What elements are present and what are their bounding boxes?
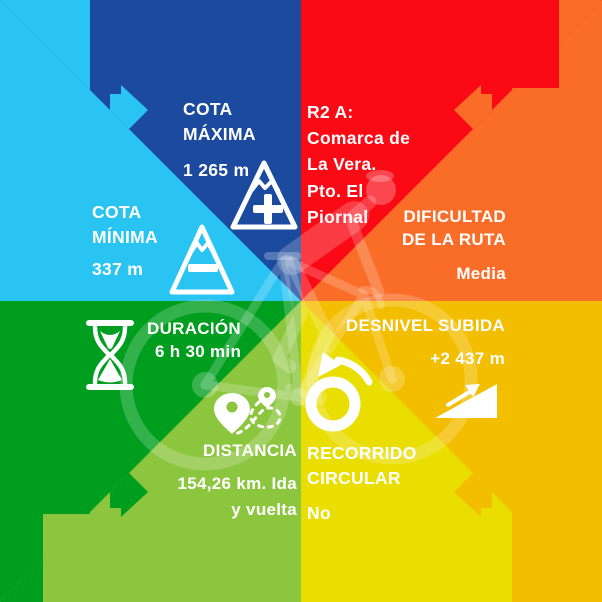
cota-minima-value: 337 m [92,259,144,279]
section-route-title: R2 A: Comarca de La Vera. Pto. El Piorna… [307,99,437,230]
dificultad-value: Media [456,264,506,283]
large-pin [214,393,250,434]
arrow-notch-bottom-left [110,473,148,517]
section-distancia: DISTANCIA 154,26 km. Ida y vuelta [178,440,298,523]
distancia-value2: y vuelta [231,499,297,519]
dificultad-label: DIFICULTAD [403,207,506,226]
ascent-slope-icon [435,384,497,418]
cyclist-silhouette [119,170,478,471]
corner-wrap-bottom-right [512,512,602,602]
crank [290,388,308,406]
recorrido-value: No [307,503,331,523]
rider-neck [347,195,377,223]
route-line: Comarca de [307,128,411,149]
circular-arrow-icon [305,352,373,432]
distancia-value: 154,26 km. Ida [177,473,297,493]
front-hub [379,366,405,392]
section-desnivel: DESNIVEL SUBIDA +2 437 m [346,315,505,370]
section-duracion: DURACIÓN 6 h 30 min [147,318,241,363]
corner-wrap-top-left [0,0,90,90]
cota-maxima-value: 1 265 m [183,160,250,180]
cota-maxima-label2: MÁXIMA [183,124,256,144]
map-pin-route-icon [214,387,282,436]
edge-band-top-right [512,0,559,88]
cota-maxima-label: COTA [183,99,233,119]
bike-frame [200,255,397,411]
duracion-label: DURACIÓN [147,319,242,338]
handlebar [358,286,385,310]
dificultad-label2: DE LA RUTA [401,229,506,249]
rider-torso [277,201,369,275]
section-dificultad: DIFICULTAD DE LA RUTA Media [402,206,506,286]
arrow-notch-top-right [454,85,492,129]
route-line: R2 A: [307,102,354,122]
mountain-plus-icon [230,160,298,230]
section-cota-minima: COTA MÍNIMA 337 m [92,200,158,282]
desnivel-value: +2 437 m [430,348,505,368]
rider-helmet [366,170,394,182]
arrow-notch-top-left [110,85,148,129]
distancia-label: DISTANCIA [203,441,297,460]
section-cota-maxima: COTA MÁXIMA 1 265 m [183,97,256,183]
edge-band-bottom-left [43,514,90,602]
desnivel-label: DESNIVEL SUBIDA [345,316,505,335]
front-wheel [306,293,478,465]
rear-hub [192,372,218,398]
route-line: La Vera. [307,154,377,175]
mountain-minus-icon [169,224,235,295]
rider-arm [346,216,385,298]
recorrido-label2: CIRCULAR [307,468,401,488]
hourglass-icon [86,320,134,390]
rider-head [366,175,396,205]
arrow-notch-bottom-right [454,473,492,517]
route-line: Piornal [307,206,369,227]
section-recorrido: RECORRIDO CIRCULAR No [307,441,417,526]
cota-minima-label2: MÍNIMA [92,227,158,247]
dashed-route [233,400,282,436]
rider-rear-leg [272,254,308,374]
route-line: Pto. El [307,180,364,201]
duracion-value: 6 h 30 min [155,341,242,361]
cota-minima-label: COTA [92,202,142,222]
recorrido-label: RECORRIDO [307,443,417,463]
